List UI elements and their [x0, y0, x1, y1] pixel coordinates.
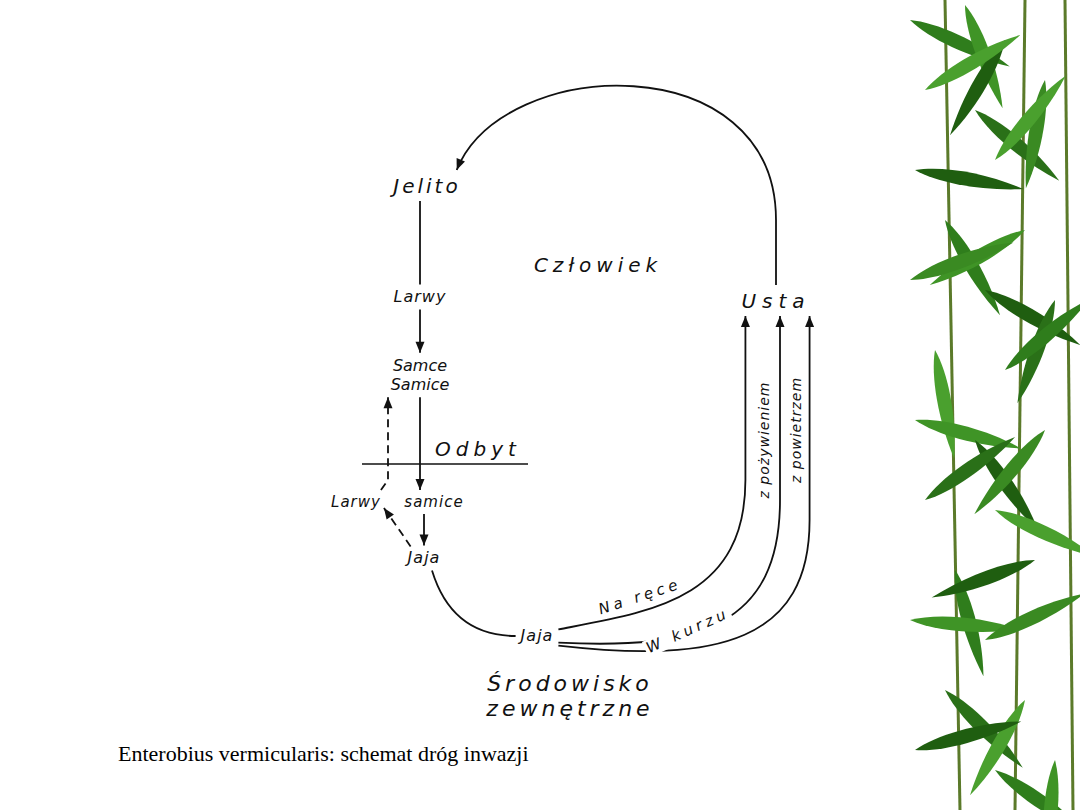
flow-arrow	[420, 514, 429, 545]
flow-arrow	[420, 201, 421, 284]
flow-arrow	[558, 316, 814, 651]
dashed-arrow	[384, 508, 411, 546]
stage-label: samice	[404, 493, 463, 511]
flow-node: Larwy	[392, 286, 449, 307]
connector-line	[558, 316, 809, 651]
arrowhead	[384, 397, 393, 408]
stage-label: Larwy	[331, 493, 381, 511]
flow-arrow	[432, 571, 516, 636]
connector-line	[432, 571, 516, 636]
arrowhead	[776, 316, 785, 327]
flow-node: Samce Samice	[383, 355, 457, 395]
connector-line	[457, 86, 776, 285]
arrowhead	[384, 508, 394, 520]
route-label: z powietrzem	[788, 375, 804, 485]
stage-label: Larwy	[394, 287, 447, 306]
flow-node: Larwy	[329, 492, 383, 512]
connector-line	[419, 397, 421, 490]
flow-arrow	[457, 86, 776, 285]
connector-line	[384, 508, 411, 546]
route-label: z pożywieniem	[756, 380, 772, 501]
flow-arrow	[416, 310, 425, 353]
stage-label: Samce Samice	[385, 356, 455, 394]
arrowhead	[805, 316, 814, 327]
connector-line	[558, 316, 745, 629]
bamboo-decoration	[905, 0, 1080, 810]
arrowhead	[416, 479, 425, 490]
diagram-label: Człowiek	[532, 254, 664, 277]
flow-arrow	[416, 397, 425, 490]
diagram-label: Środowisko zewnętrzne	[453, 671, 687, 722]
flow-node: Usta	[739, 288, 812, 314]
connector-line	[381, 397, 388, 490]
flow-arrow	[558, 316, 784, 644]
flow-node: samice	[402, 492, 465, 512]
boundary-line	[362, 463, 528, 465]
connector-line	[558, 316, 780, 644]
stage-label: Jaja	[521, 626, 554, 645]
stage-label: Usta	[741, 289, 810, 313]
arrowhead	[420, 534, 429, 545]
figure-caption: Enterobius vermicularis: schemat dróg in…	[118, 741, 529, 767]
connector-line	[419, 201, 421, 284]
flow-node: Jaja	[519, 625, 556, 646]
flow-node: Jelito	[391, 173, 462, 199]
arrowhead	[416, 342, 425, 353]
dashed-arrow	[381, 397, 393, 490]
diagram-label: W kurzu	[642, 604, 734, 658]
arrowhead	[741, 316, 750, 327]
arrowhead	[457, 158, 465, 170]
stage-label: Jaja	[408, 548, 441, 567]
diagram-label: Odbyt	[433, 438, 523, 461]
stage-label: Jelito	[393, 174, 460, 198]
flow-arrow	[558, 316, 750, 629]
flow-node: Jaja	[406, 547, 443, 568]
